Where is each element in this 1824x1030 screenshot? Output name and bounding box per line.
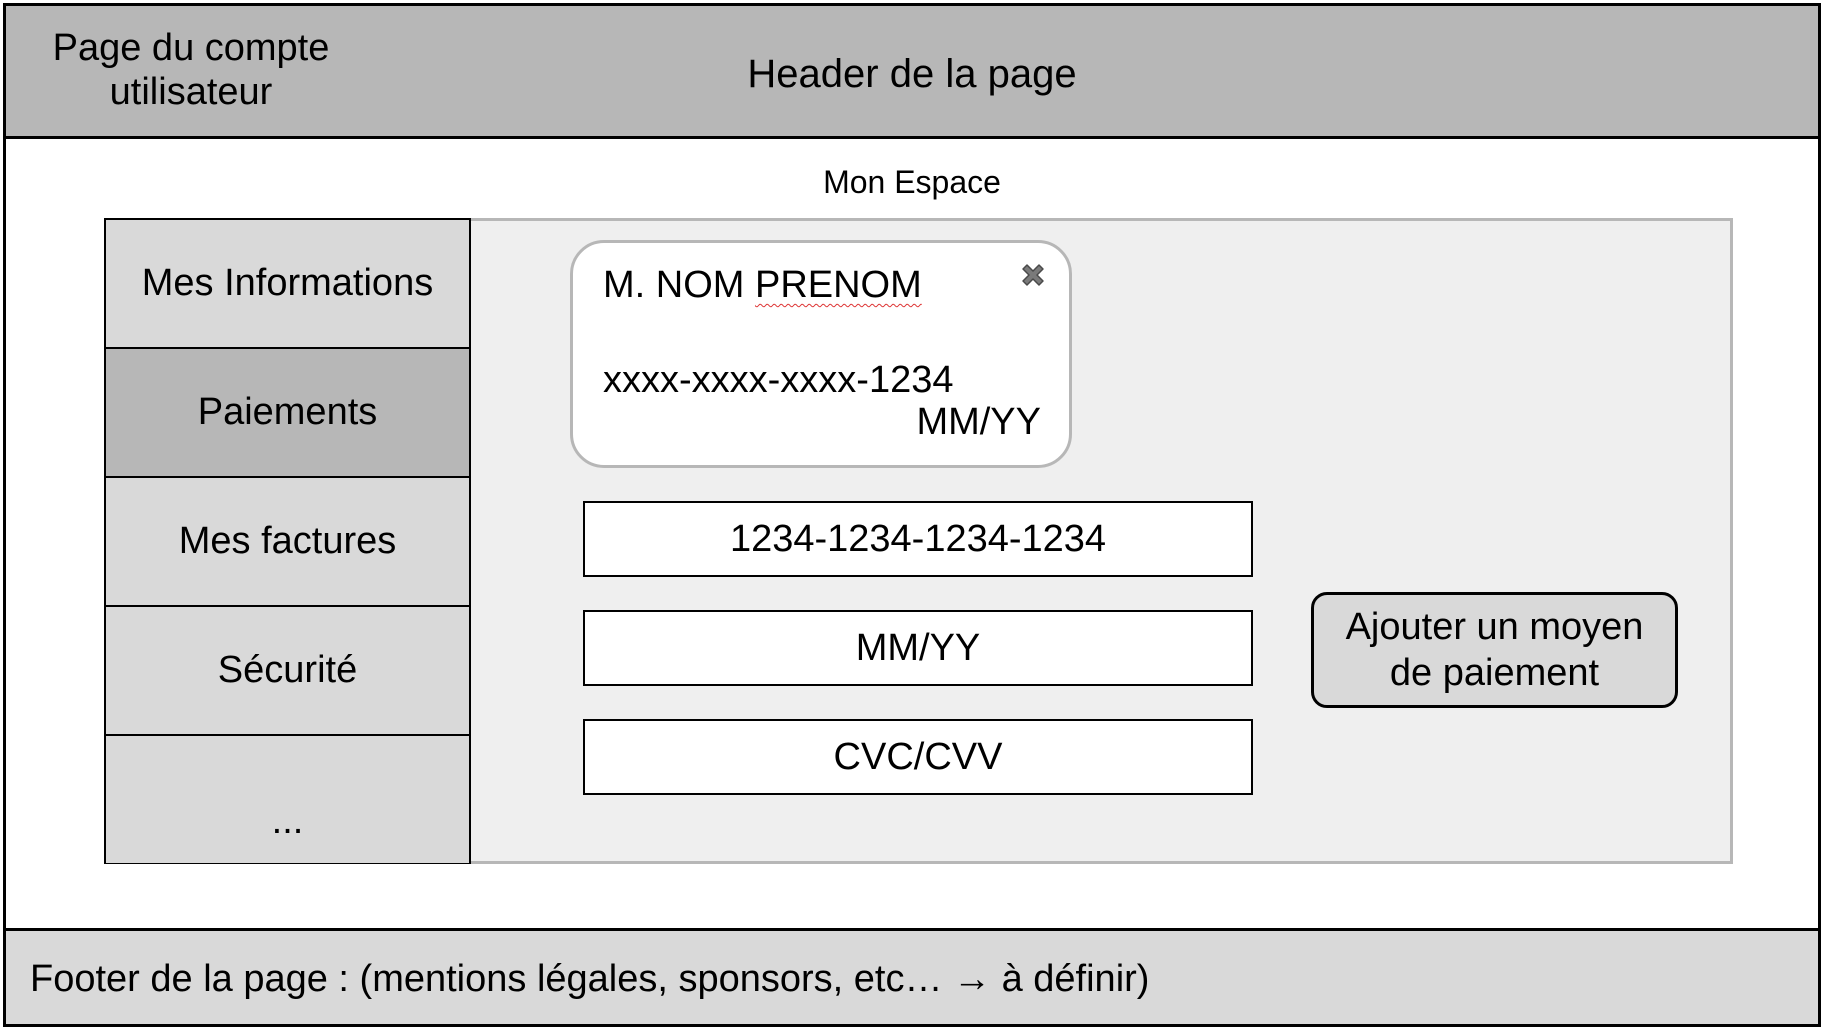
card-holder-name: M. NOM PRENOM [603,263,922,307]
cvc-input[interactable] [583,719,1253,795]
sidebar-item-securite[interactable]: Sécurité [106,607,469,736]
sidebar-item-paiements[interactable]: Paiements [106,349,469,478]
page-frame: Page du compte utilisateur Header de la … [3,3,1821,1027]
page-footer: Footer de la page : (mentions légales, s… [6,928,1818,1024]
card-number-input[interactable] [583,501,1253,577]
card-holder-name-prefix: M. NOM [603,264,755,306]
sidebar-item-label: Paiements [197,391,378,433]
sidebar-item-mes-factures[interactable]: Mes factures [106,478,469,607]
account-page-title: Page du compte utilisateur [52,27,330,113]
sidebar-item-label: Sécurité [217,649,358,691]
sidebar-item-mes-informations[interactable]: Mes Informations [106,220,469,349]
saved-payment-card: M. NOM PRENOM xxxx-xxxx-xxxx-1234 MM/YY [570,240,1072,468]
header-title: Header de la page [747,52,1077,96]
space-title: Mon Espace [823,164,1001,200]
card-holder-name-highlight: PRENOM [754,264,922,306]
close-x-icon[interactable] [1017,259,1049,291]
expiry-date-input[interactable] [583,610,1253,686]
page-header: Page du compte utilisateur Header de la … [6,6,1818,139]
add-payment-method-button[interactable]: Ajouter un moyen de paiement [1311,592,1678,708]
sidebar-item-label: Mes factures [178,520,397,562]
footer-text: Footer de la page : (mentions légales, s… [30,958,1150,1000]
card-expiry: MM/YY [916,401,1041,443]
sidebar-item-more[interactable]: ... [106,736,469,863]
card-number: xxxx-xxxx-xxxx-1234 [603,359,954,401]
sidebar-item-label: Mes Informations [141,262,434,304]
sidebar: Mes Informations Paiements Mes factures … [104,218,471,864]
sidebar-item-label: ... [271,800,304,842]
